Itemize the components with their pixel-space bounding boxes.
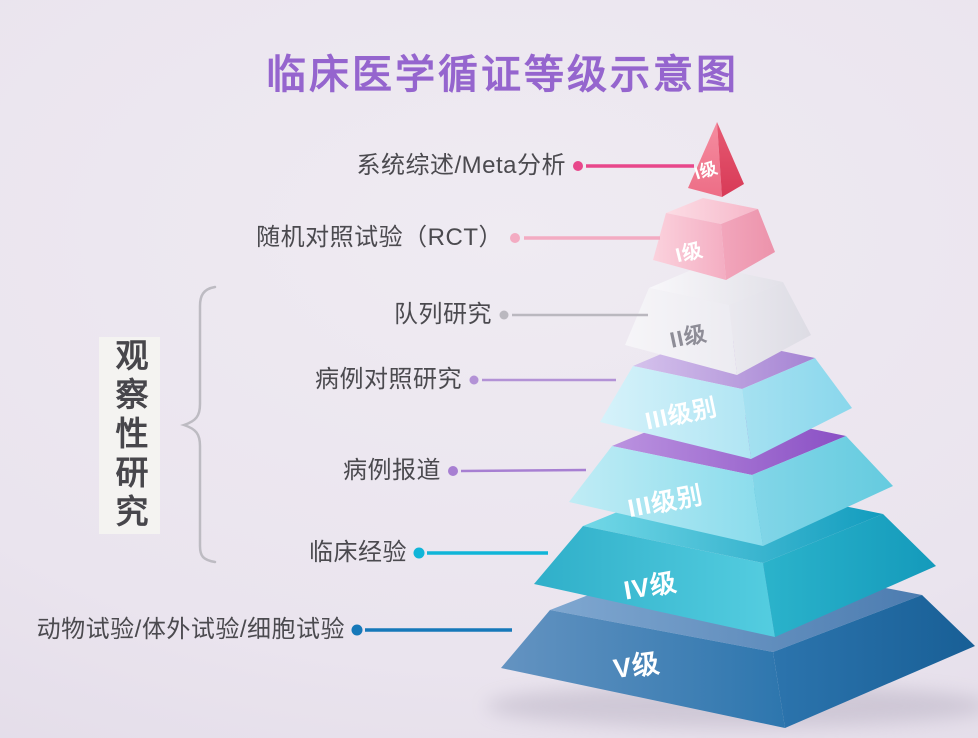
- page-title: 临床医学循证等级示意图: [266, 53, 739, 97]
- grouping-brace: [180, 285, 217, 564]
- annotation-label: 系统综述/Meta分析: [356, 152, 566, 179]
- pyramid-level-I-top: I级: [688, 122, 744, 197]
- pyramid-level-I-rct: I级: [653, 198, 775, 280]
- group-label-observational: 观察性研究: [99, 337, 160, 534]
- annotation-dot: [413, 547, 425, 559]
- annotation-label: 动物试验/体外试验/细胞试验: [36, 616, 345, 643]
- annotation-label: 病例对照研究: [315, 366, 462, 393]
- annotation-dot: [448, 466, 458, 476]
- annotation-label: 队列研究: [394, 301, 492, 328]
- annotation-dot: [351, 624, 363, 636]
- annotation-connectors: [351, 161, 694, 636]
- annotation-dot: [499, 310, 509, 320]
- annotation-label: 病例报道: [343, 457, 441, 484]
- pyramid-level-label: V级: [611, 647, 662, 684]
- annotation-dot: [573, 161, 583, 171]
- annotation-label: 临床经验: [309, 539, 407, 566]
- pyramid-level-II: II级: [625, 265, 811, 375]
- annotation-line: [460, 468, 587, 473]
- annotation-label: 随机对照试验（RCT）: [256, 224, 503, 251]
- annotation-dot: [469, 375, 479, 385]
- annotation-dot: [510, 233, 520, 243]
